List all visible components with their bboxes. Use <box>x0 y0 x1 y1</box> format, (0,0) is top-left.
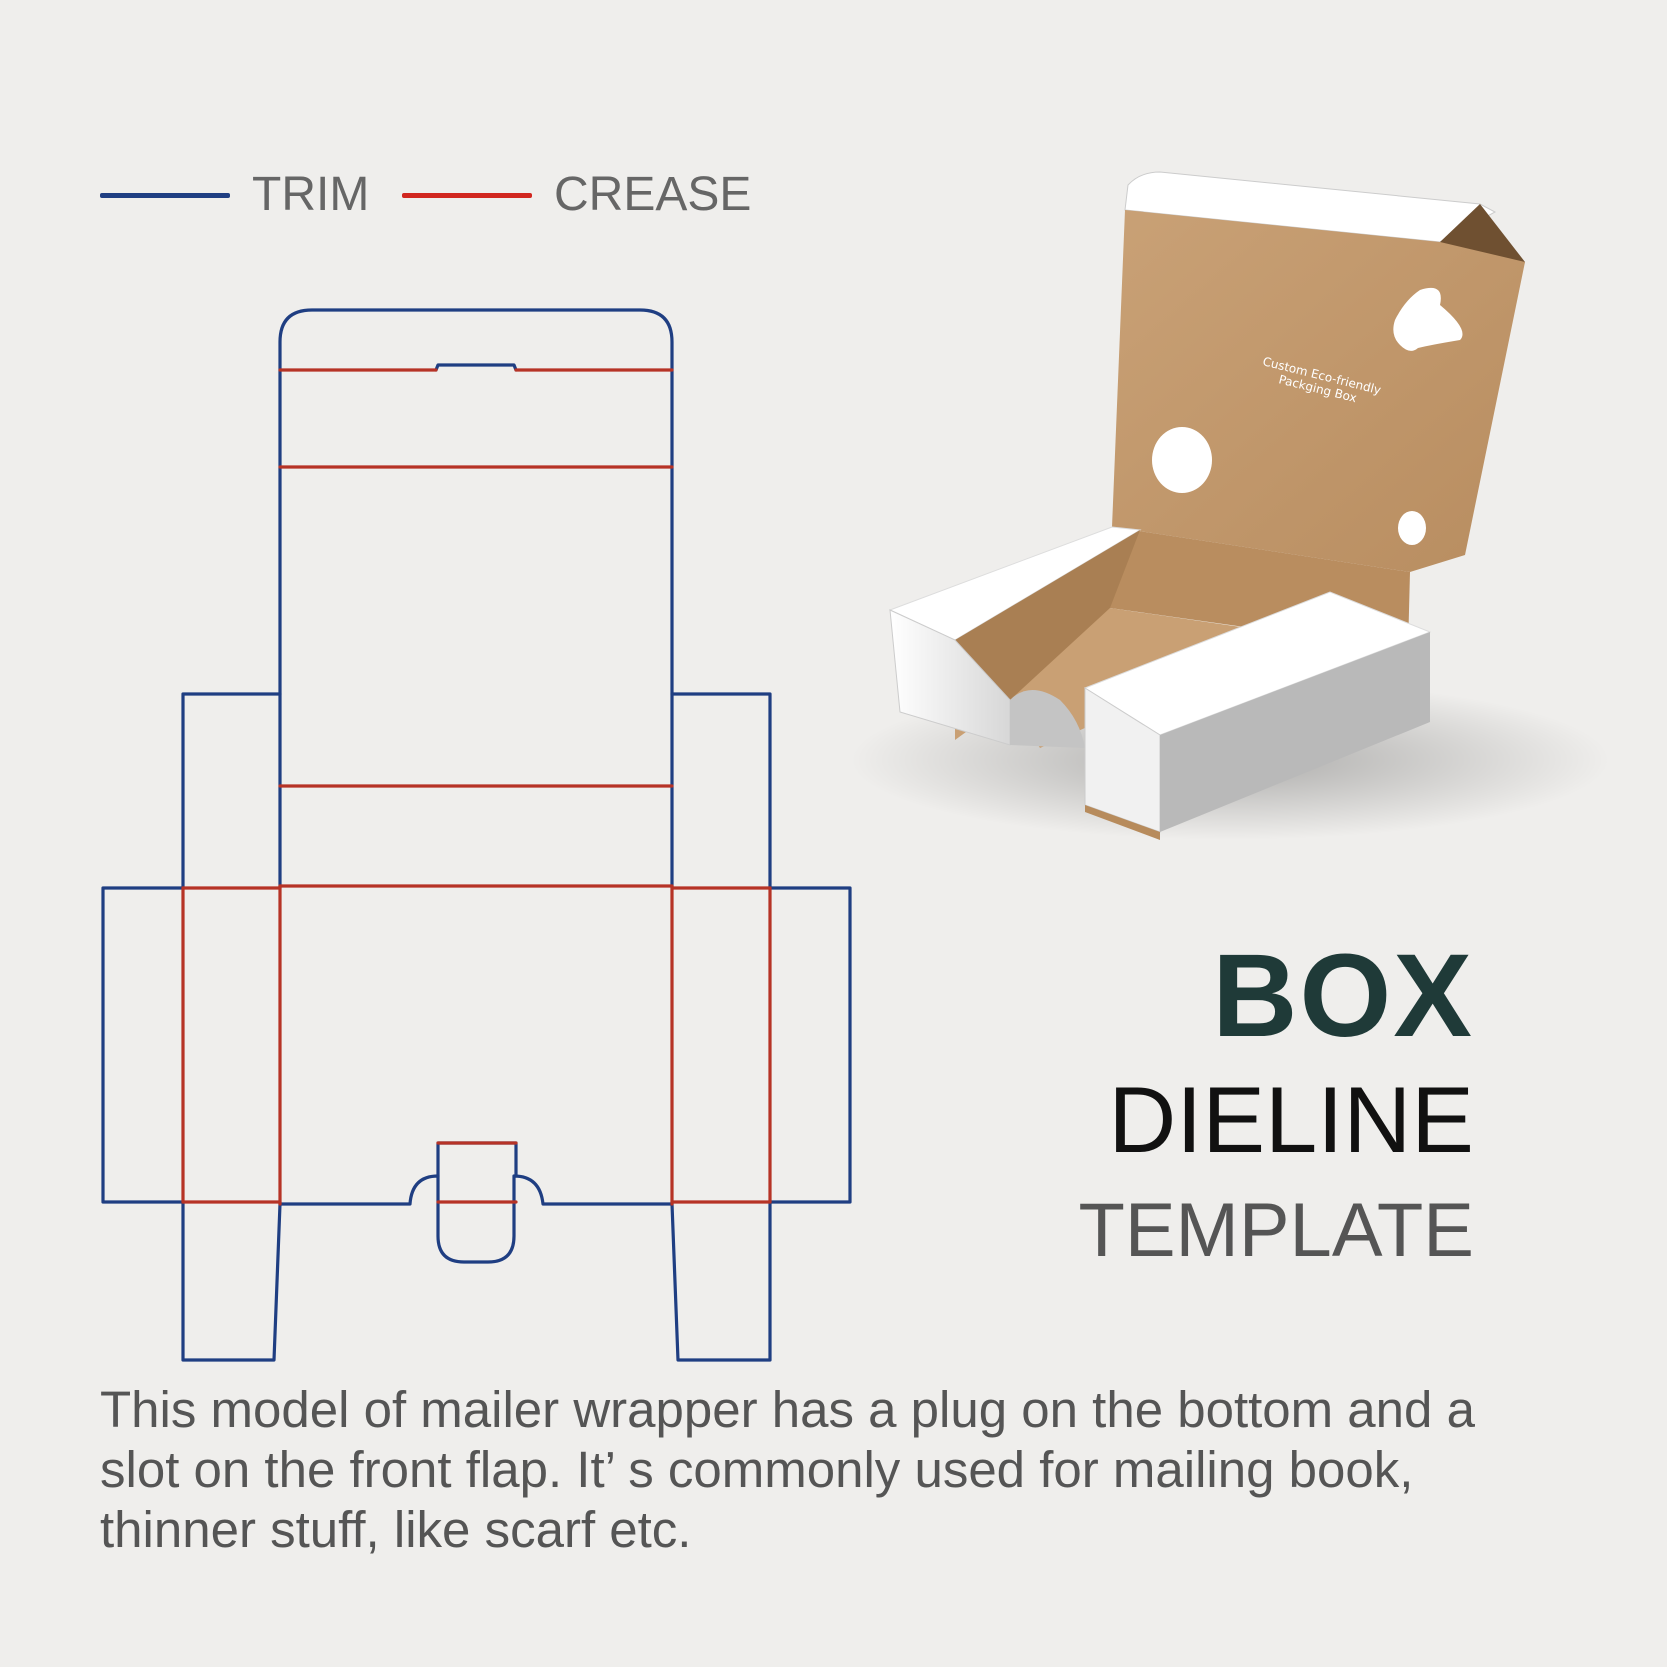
lid-cutout-small <box>1398 511 1426 545</box>
title-sub: DIELINE <box>1108 1067 1474 1172</box>
trim-lines <box>101 308 852 1362</box>
dieline-diagram <box>101 308 852 1362</box>
lower-left-leg <box>181 1200 282 1362</box>
crease-line-swatch <box>402 193 532 198</box>
lid-cutout-heart <box>1393 287 1463 351</box>
top-tuck-flap <box>278 308 674 372</box>
crease-plug <box>436 1141 518 1204</box>
right-side-wing <box>768 886 852 1204</box>
trim-line-swatch <box>100 193 230 198</box>
kraft-edge <box>1085 805 1160 840</box>
title-sub2: TEMPLATE <box>1078 1188 1474 1273</box>
bottom-edge-with-plug <box>278 1174 674 1264</box>
plug-top <box>436 1141 518 1178</box>
legend-label-crease: CREASE <box>554 168 752 221</box>
box-illustration: Custom Eco-friendly Packging Box <box>850 171 1610 840</box>
thumb-notch <box>1010 690 1085 748</box>
left-inner-wall <box>955 530 1140 700</box>
legend-label-trim: TRIM <box>252 168 370 221</box>
tuck-notch <box>434 363 518 372</box>
crease-lines <box>181 368 772 1206</box>
description-text: This model of mailer wrapper has a plug … <box>100 1381 1475 1558</box>
upper-left-dust-flap <box>181 692 282 890</box>
left-side-wing <box>101 886 185 1204</box>
title-main: BOX <box>1212 930 1474 1062</box>
upper-right-dust-flap <box>670 692 772 890</box>
lid-cutout-circle <box>1152 427 1212 493</box>
title-block: BOX DIELINE TEMPLATE <box>1078 930 1474 1276</box>
right-wall-side <box>1160 632 1430 832</box>
lower-right-leg <box>670 1200 772 1362</box>
